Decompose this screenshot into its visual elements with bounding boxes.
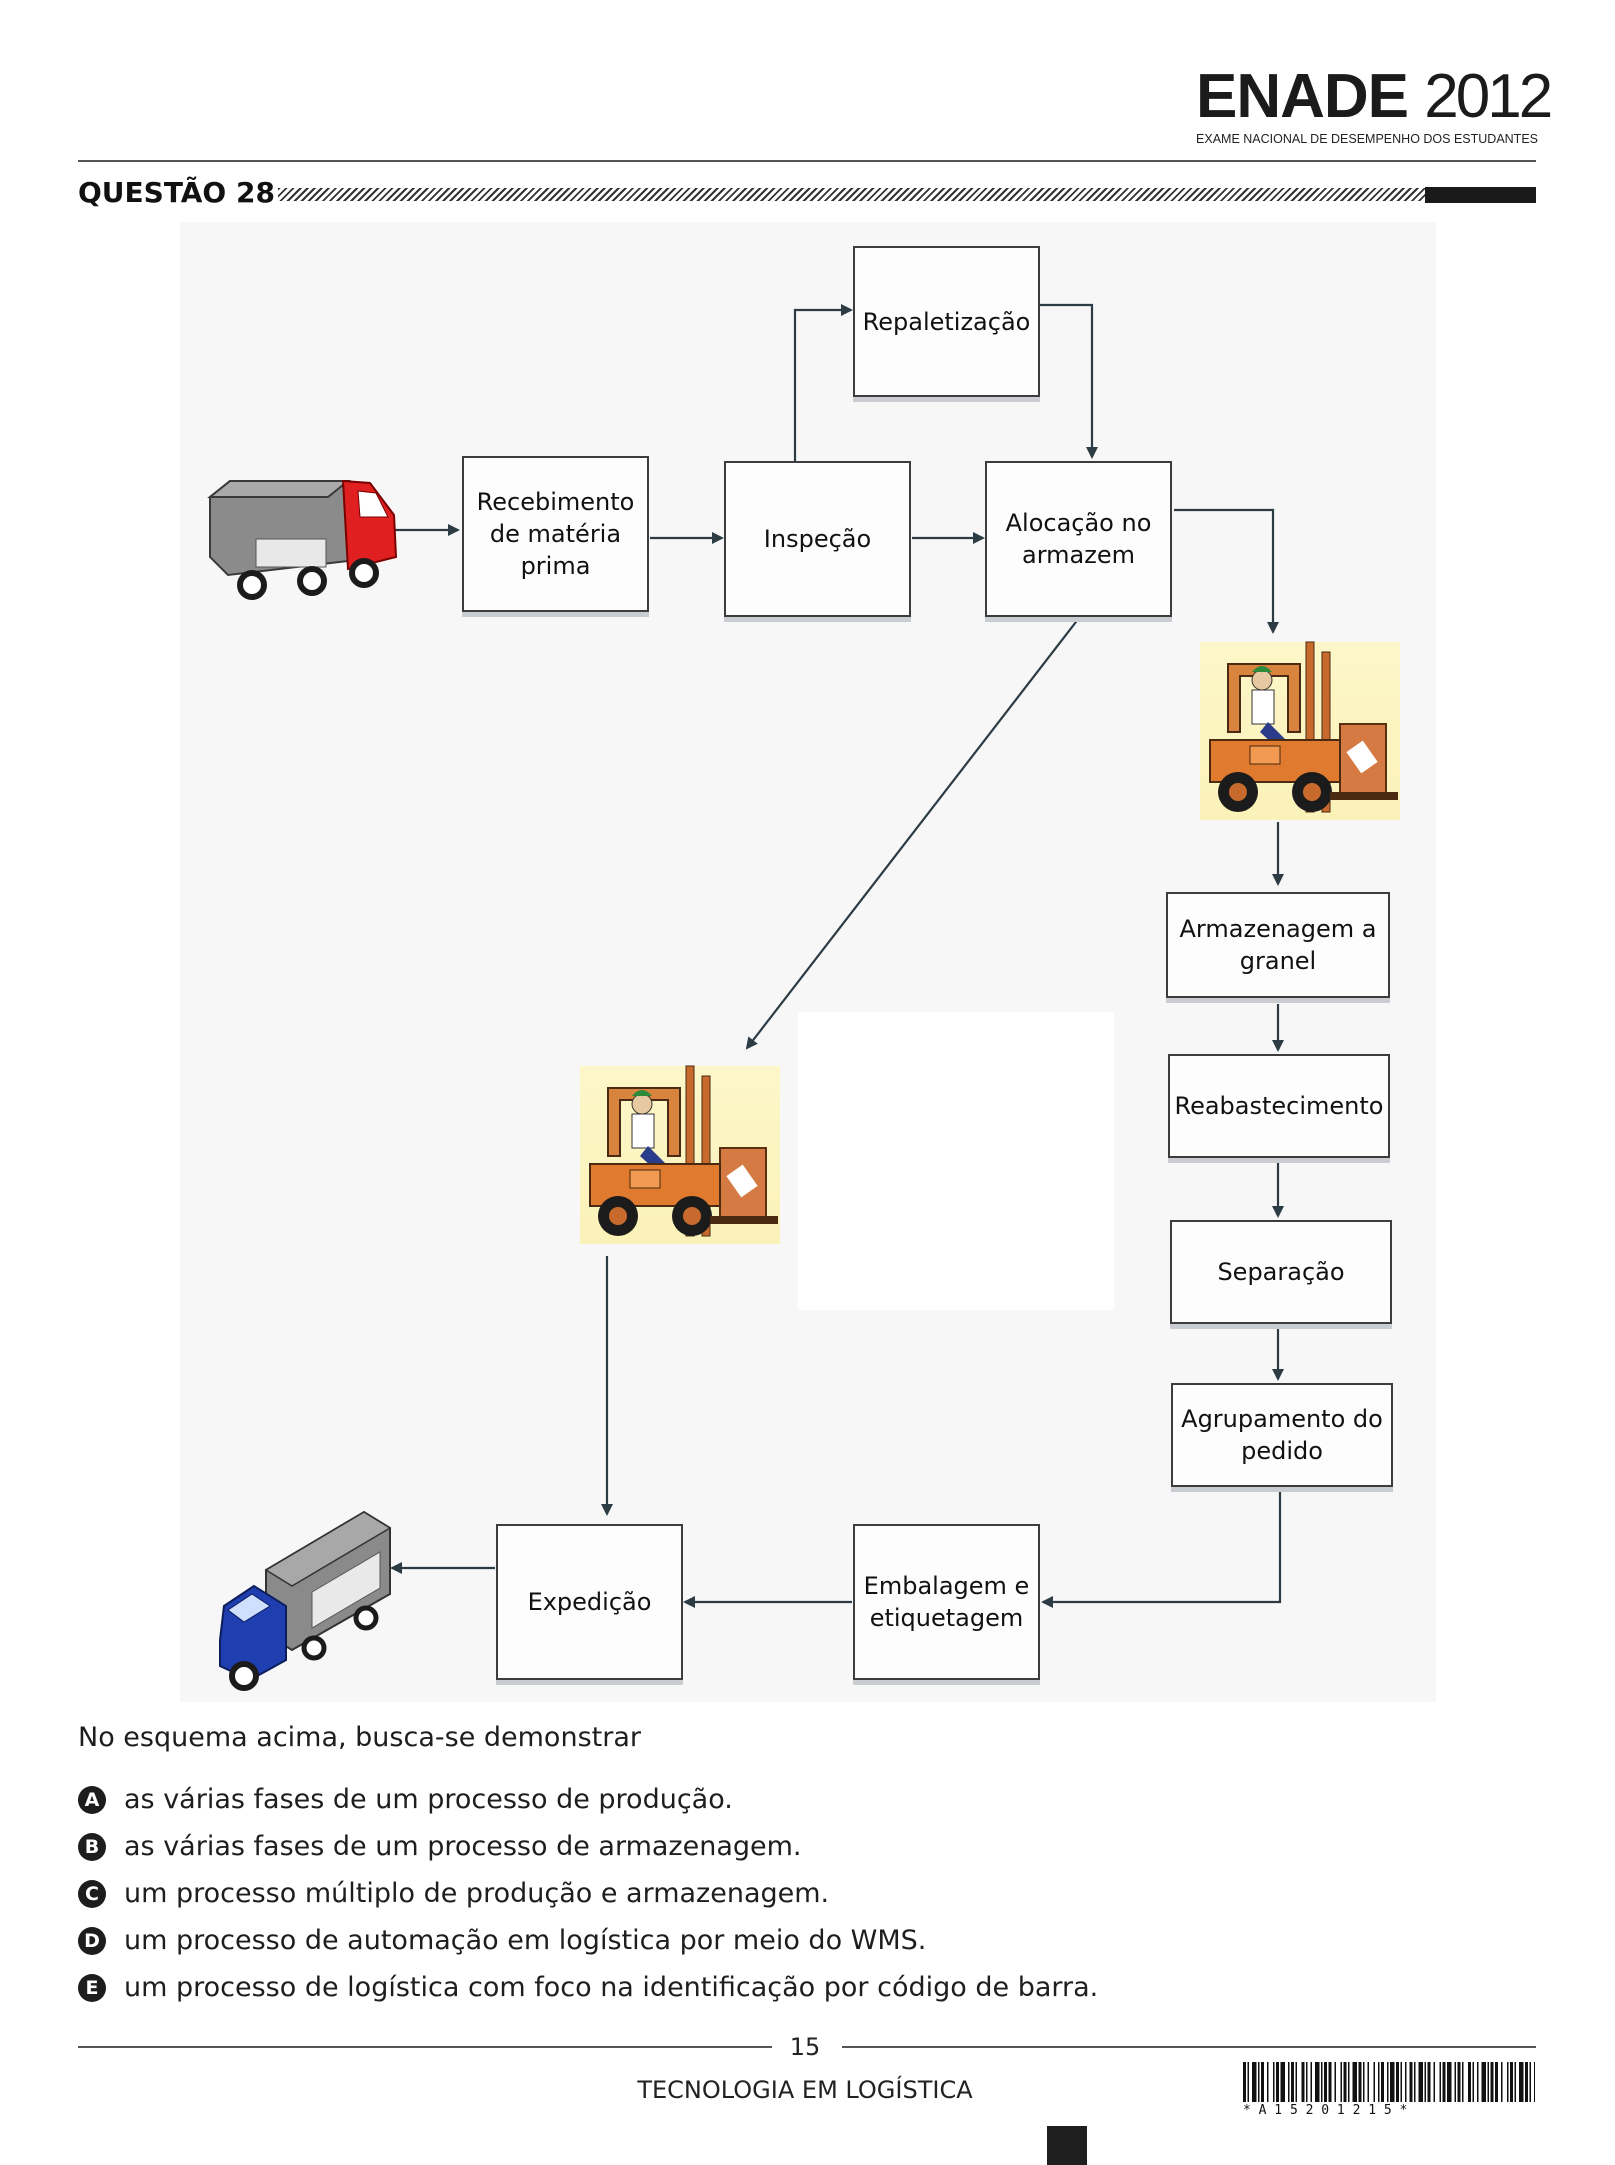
red-truck-icon: [207, 479, 398, 600]
footer-rule-right: [842, 2046, 1536, 2048]
arrow-alocacao-forklift: [1174, 508, 1279, 634]
forklift-icon: [580, 1065, 780, 1244]
barcode: [1243, 2062, 1535, 2102]
barcode-text: * A 1 5 2 0 1 2 1 5 *: [1243, 2103, 1408, 2118]
box-recebimento: Recebimento de matéria prima: [462, 456, 649, 612]
option-text: as várias fases de um processo de armaze…: [124, 1831, 802, 1862]
forklift-icon: [1200, 641, 1400, 820]
page-marker-block: [1047, 2126, 1087, 2165]
question-title: QUESTÃO 28: [78, 176, 275, 209]
enade-logo: ENADE 2012: [1196, 66, 1553, 128]
option-text: um processo múltiplo de produção e armaz…: [124, 1878, 830, 1909]
logo-main: ENADE: [1196, 62, 1409, 131]
question-stem: No esquema acima, busca-se demonstrar: [78, 1722, 641, 1753]
option-text: um processo de logística com foco na ide…: [124, 1972, 1099, 2003]
option-letter-badge: B: [78, 1832, 106, 1861]
box-repaletizacao: Repaletização: [853, 246, 1040, 397]
arrow-inspecao-repaletizacao: [793, 304, 853, 462]
arrow-agrupamento-embalagem: [1041, 1490, 1282, 1608]
option-letter-badge: D: [78, 1926, 106, 1955]
arrow-repaletizacao-alocacao: [1040, 303, 1098, 459]
option-text: um processo de automação em logística po…: [124, 1925, 927, 1956]
option-letter-badge: A: [78, 1785, 106, 1814]
course-name: TECNOLOGIA EM LOGÍSTICA: [637, 2076, 973, 2104]
option-d[interactable]: D um processo de automação em logística …: [78, 1925, 926, 1956]
box-expedicao: Expedição: [496, 1524, 683, 1680]
box-alocacao: Alocação no armazem: [985, 461, 1172, 617]
box-armazenagem: Armazenagem a granel: [1166, 892, 1390, 998]
box-reabastecimento: Reabastecimento: [1168, 1054, 1390, 1158]
box-embalagem: Embalagem e etiquetagem: [853, 1524, 1040, 1680]
blue-truck-icon: [219, 1510, 392, 1691]
option-e[interactable]: E um processo de logística com foco na i…: [78, 1972, 1098, 2003]
flow-arrows: [207, 303, 1400, 1691]
option-a[interactable]: A as várias fases de um processo de prod…: [78, 1784, 733, 1815]
arrow-alocacao-forklift-left: [745, 617, 1080, 1050]
option-letter-badge: C: [78, 1879, 106, 1908]
option-letter-badge: E: [78, 1973, 106, 2002]
logo-subtitle: EXAME NACIONAL DE DESEMPENHO DOS ESTUDAN…: [1196, 132, 1538, 146]
box-inspecao: Inspeção: [724, 461, 911, 617]
box-agrupamento: Agrupamento do pedido: [1171, 1383, 1393, 1487]
option-c[interactable]: C um processo múltiplo de produção e arm…: [78, 1878, 829, 1909]
box-separacao: Separação: [1170, 1220, 1392, 1324]
option-b[interactable]: B as várias fases de um processo de arma…: [78, 1831, 802, 1862]
page-number: 15: [789, 2033, 821, 2061]
footer-rule-left: [78, 2046, 772, 2048]
title-solid-rule: [1425, 187, 1536, 203]
option-text: as várias fases de um processo de produç…: [124, 1784, 733, 1815]
title-hatch-rule: [278, 188, 1428, 201]
logo-year: 2012: [1424, 62, 1553, 131]
header-divider: [78, 160, 1536, 162]
